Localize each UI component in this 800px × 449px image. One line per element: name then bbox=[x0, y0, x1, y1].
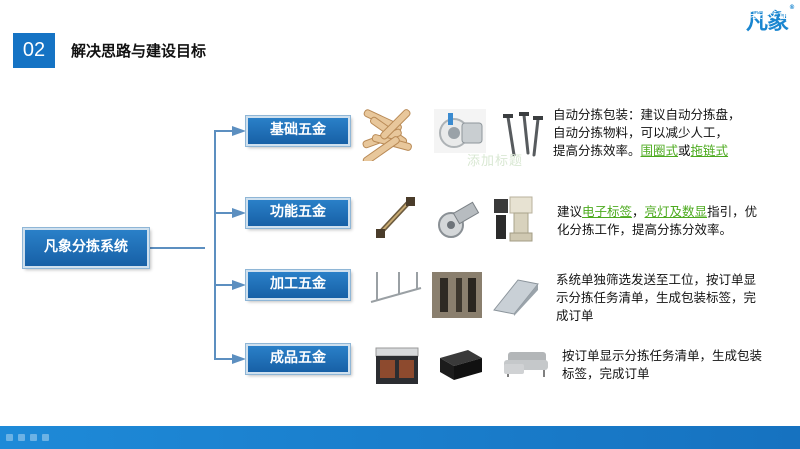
root-node: 凡象分拣系统 bbox=[23, 228, 149, 268]
arrow-b1 bbox=[232, 126, 246, 136]
more-tool-icon[interactable] bbox=[42, 434, 49, 441]
branch-basic-hardware: 基础五金 bbox=[246, 116, 350, 146]
connector-trunk bbox=[215, 131, 232, 359]
menu-tool-icon[interactable] bbox=[30, 434, 37, 441]
cabinet-leg-image bbox=[490, 193, 540, 248]
link-drag-chain-type[interactable]: 拖链式 bbox=[691, 143, 729, 158]
arrow-b3 bbox=[232, 280, 246, 290]
drawer-box-image bbox=[434, 344, 486, 382]
cam-connector-image bbox=[434, 109, 486, 153]
description-processing-hardware: 系统单独筛选发送至工位，按订单显 示分拣任务清单，生成包装标签，完 成订单 bbox=[556, 271, 776, 325]
link-light-display[interactable]: 亮灯及数显 bbox=[645, 204, 708, 219]
placeholder-watermark: 添加标题 bbox=[467, 150, 523, 169]
description-basic-hardware: 自动分拣包装：建议自动分拣盘， 自动分拣物料，可以减少人工， 提高分拣效率。围圈… bbox=[553, 106, 773, 160]
footer-bar bbox=[0, 426, 800, 449]
sofa-image bbox=[500, 344, 552, 378]
cabinet-handle-image bbox=[370, 193, 425, 243]
footer-slogan: 专注智能分拣与包装设备 bbox=[638, 3, 792, 22]
branch-finished-hardware: 成品五金 bbox=[246, 344, 350, 374]
wooden-dowels-image bbox=[358, 109, 418, 161]
branch-functional-hardware: 功能五金 bbox=[246, 198, 350, 228]
kitchen-stove-image bbox=[372, 344, 422, 386]
hinge-image bbox=[433, 193, 483, 243]
pen-tool-icon[interactable] bbox=[18, 434, 25, 441]
aluminium-profile-image bbox=[432, 272, 482, 318]
steel-channel-image bbox=[490, 272, 542, 316]
hanging-rail-image bbox=[365, 268, 425, 316]
arrow-b4 bbox=[232, 354, 246, 364]
link-enclosure-type[interactable]: 围圈式 bbox=[641, 143, 679, 158]
branch-processing-hardware: 加工五金 bbox=[246, 270, 350, 300]
link-electronic-label[interactable]: 电子标签 bbox=[582, 204, 632, 219]
description-functional-hardware: 建议电子标签，亮灯及数显指引，优 化分拣工作，提高分拣分效率。 bbox=[557, 203, 777, 239]
description-finished-hardware: 按订单显示分拣任务清单，生成包装 标签，完成订单 bbox=[562, 347, 792, 383]
arrow-b2 bbox=[232, 208, 246, 218]
slide-tool-icon[interactable] bbox=[6, 434, 13, 441]
